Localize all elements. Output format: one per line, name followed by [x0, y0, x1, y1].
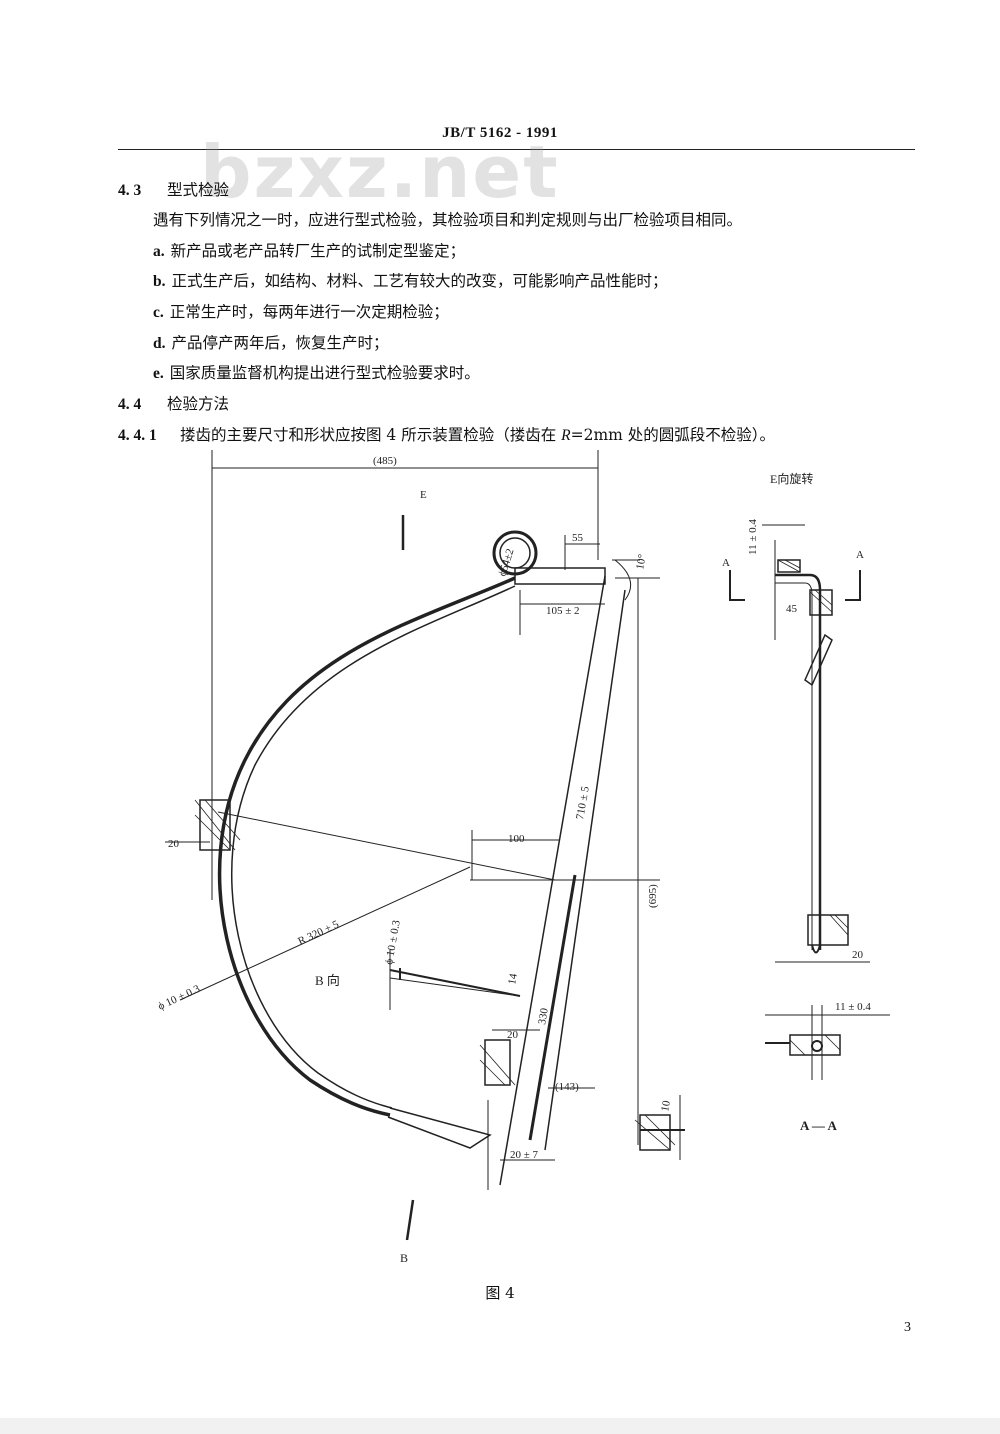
section-number: 4. 4 [118, 396, 142, 413]
view-e-label: E [420, 489, 427, 501]
figure-4-drawing: (485) E ϕ54±2 55 105 ± 2 10° 710 ± 5 100… [156, 450, 890, 1265]
section-title: 型式检验 [166, 181, 229, 199]
dim-20-left: 20 [168, 838, 180, 850]
section-4-4-heading: 4. 4 检验方法 [118, 392, 229, 414]
section-aa-label: A — A [800, 1118, 837, 1133]
paragraph-text-end: =2mm 处的圆弧段不检验）。 [570, 426, 776, 444]
dim-55: 55 [572, 532, 584, 544]
page-header: JB/T 5162 - 1991 [442, 125, 558, 141]
phi10-label-b: ϕ 10 ± 0.3 [383, 919, 403, 966]
header-rule [118, 149, 915, 150]
dim-10-low: 10 [659, 1099, 673, 1112]
dim-710: 710 ± 5 [574, 785, 592, 821]
list-item-text: 正式生产后，如结构、材料、工艺有较大的改变，可能影响产品性能时； [171, 272, 668, 290]
list-item-letter: e. [153, 365, 164, 382]
section-4-4-1-paragraph: 4. 4. 1 搂齿的主要尺寸和形状应按图 4 所示装置检验（搂齿在 R=2mm … [118, 423, 775, 445]
section-number: 4. 3 [118, 182, 142, 199]
list-item-letter: c. [153, 304, 164, 321]
list-item-text: 国家质量监督机构提出进行型式检验要求时。 [169, 364, 480, 382]
dim-105: 105 ± 2 [546, 605, 580, 617]
section-4-3-heading: 4. 3 型式检验 [118, 178, 229, 200]
view-b-dir-label: B 向 [315, 973, 340, 988]
dim-14: 14 [506, 972, 520, 985]
list-item: d. 产品停产两年后，恢复生产时； [153, 331, 389, 353]
dim-20-right: 20 [852, 949, 864, 961]
view-b-label: B [400, 1251, 408, 1265]
dim-11-bottom: 11 ± 0.4 [835, 1001, 871, 1013]
dim-10-angle: 10° [634, 553, 648, 570]
list-item-text: 新产品或老产品转厂生产的试制定型鉴定； [170, 242, 466, 260]
list-item: a. 新产品或老产品转厂生产的试制定型鉴定； [153, 239, 465, 261]
list-item-letter: d. [153, 335, 166, 352]
dim-11-top: 11 ± 0.4 [747, 519, 759, 555]
list-item: c. 正常生产时，每两年进行一次定期检验； [153, 300, 449, 322]
dim-20-7: 20 ± 7 [510, 1149, 539, 1161]
r320-label: R 320 ± 5 [296, 918, 341, 948]
section-a-right: A [856, 549, 864, 561]
watermark: bzxz.net [200, 130, 560, 214]
viewer-bottom-bar [0, 1418, 1000, 1434]
section-4-3-intro: 遇有下列情况之一时，应进行型式检验，其检验项目和判定规则与出厂检验项目相同。 [153, 211, 743, 229]
section-a-left: A [722, 557, 730, 569]
dim-20-mid: 20 [507, 1029, 519, 1041]
list-item-text: 正常生产时，每两年进行一次定期检验； [169, 303, 449, 321]
list-item-text: 产品停产两年后，恢复生产时； [171, 334, 389, 352]
list-item: b. 正式生产后，如结构、材料、工艺有较大的改变，可能影响产品性能时； [153, 269, 668, 291]
dim-695: (695) [647, 884, 659, 908]
list-item: e. 国家质量监督机构提出进行型式检验要求时。 [153, 361, 480, 383]
page-number: 3 [904, 1320, 911, 1335]
dim-100: 100 [508, 833, 525, 845]
dim-45: 45 [786, 603, 798, 615]
e-rotated-label: E向旋转 [770, 471, 813, 486]
dim-485: (485) [373, 455, 397, 467]
section-title: 检验方法 [166, 395, 229, 413]
paragraph-text: 搂齿的主要尺寸和形状应按图 4 所示装置检验（搂齿在 [180, 426, 562, 444]
list-item-letter: a. [153, 243, 165, 260]
paragraph-italic: R [561, 427, 571, 444]
dim-330: 330 [536, 1007, 551, 1026]
list-item-letter: b. [153, 273, 166, 290]
dim-143: (143) [555, 1081, 579, 1093]
figure-caption: 图 4 [485, 1284, 515, 1302]
section-number: 4. 4. 1 [118, 427, 157, 444]
phi10-label-a: ϕ 10 ± 0.3 [156, 983, 202, 1013]
